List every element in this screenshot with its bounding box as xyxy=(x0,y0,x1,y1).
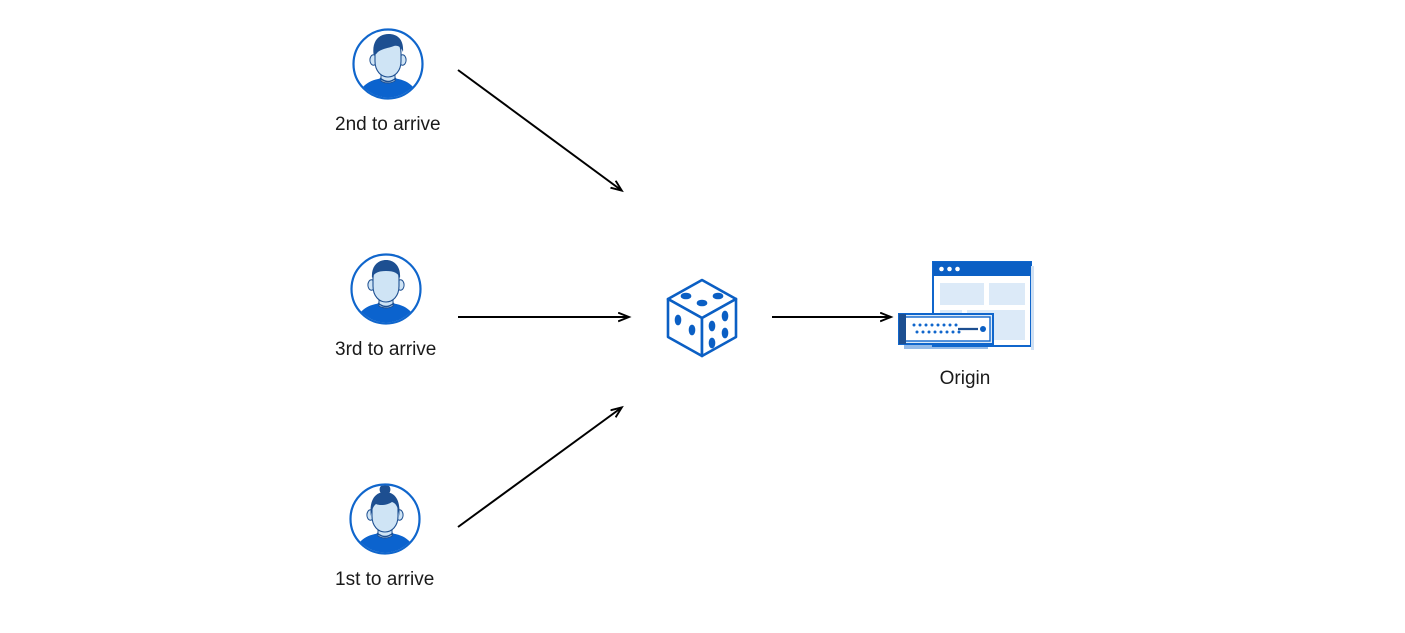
node-label-client-1st: 1st to arrive xyxy=(335,569,435,590)
user-avatar-male-icon xyxy=(349,252,423,326)
node-client-3rd[interactable]: 3rd to arrive xyxy=(335,252,436,362)
server-device xyxy=(898,313,994,349)
node-label-client-3rd: 3rd to arrive xyxy=(335,339,437,360)
node-randomizer[interactable] xyxy=(656,272,748,364)
origin-server-browser-icon xyxy=(895,258,1035,358)
node-client-2nd[interactable]: 2nd to arrive xyxy=(335,27,441,137)
node-client-1st[interactable]: 1st to arrive xyxy=(335,482,434,592)
node-origin[interactable]: Origin xyxy=(895,258,1035,391)
user-avatar-female-bun-icon xyxy=(348,482,422,556)
arrow-1st-to-dice xyxy=(457,408,621,528)
arrow-2nd-to-dice xyxy=(457,69,621,190)
user-avatar-male-short-hair-icon xyxy=(351,27,425,101)
dice-icon xyxy=(656,272,748,364)
node-label-origin: Origin xyxy=(939,368,991,389)
node-label-client-2nd: 2nd to arrive xyxy=(335,114,441,135)
